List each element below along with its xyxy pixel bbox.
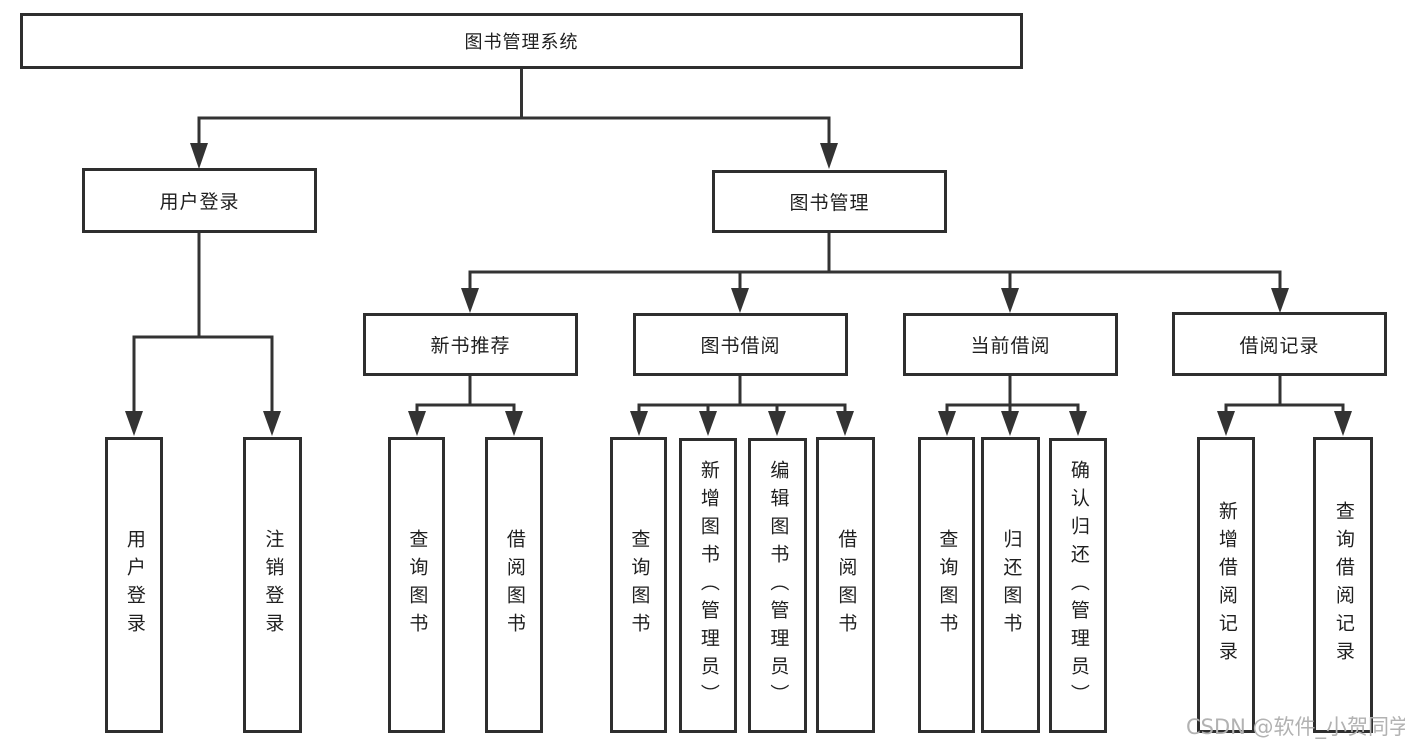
node-borrowing-records-label: 借阅记录 xyxy=(1239,334,1320,357)
node-root: 图书管理系统 xyxy=(20,13,1023,69)
node-book-management-label: 图书管理 xyxy=(789,192,870,214)
leaf-borrow-books-recommend-label: 借阅图书 xyxy=(503,529,526,641)
leaf-query-borrow-record: 查询借阅记录 xyxy=(1313,437,1373,733)
connector-borrowing-records-children xyxy=(1224,376,1345,413)
leaf-borrow-books-recommend: 借阅图书 xyxy=(485,437,543,733)
csdn-watermark: CSDN @软件_小贺同学 xyxy=(1186,715,1405,739)
leaf-logout-login-label: 注销登录 xyxy=(262,529,285,641)
node-borrowing-records: 借阅记录 xyxy=(1172,312,1387,376)
leaf-borrow-books-borrowing: 借阅图书 xyxy=(816,437,875,733)
node-user-login-label: 用户登录 xyxy=(159,191,240,213)
node-root-label: 图书管理系统 xyxy=(464,32,579,53)
connector-current-borrowing-children xyxy=(945,376,1080,413)
leaf-add-borrow-record: 新增借阅记录 xyxy=(1197,437,1255,733)
node-current-borrowing: 当前借阅 xyxy=(903,313,1118,376)
node-book-borrowing: 图书借阅 xyxy=(633,313,848,376)
leaf-edit-books-admin-label: 编辑图书（管理员） xyxy=(767,459,790,712)
connector-book-borrowing-children xyxy=(637,376,847,413)
leaf-query-books-recommend: 查询图书 xyxy=(388,437,445,733)
leaf-return-books-label: 归还图书 xyxy=(1000,529,1023,641)
leaf-logout-login: 注销登录 xyxy=(243,437,302,733)
connector-book-management-children xyxy=(468,233,1282,290)
connector-user-login-children xyxy=(132,233,274,413)
leaf-return-books: 归还图书 xyxy=(981,437,1040,733)
leaf-edit-books-admin: 编辑图书（管理员） xyxy=(748,438,807,733)
leaf-query-books-borrowing-label: 查询图书 xyxy=(628,529,651,641)
leaf-confirm-return-admin-label: 确认归还（管理员） xyxy=(1067,459,1090,712)
connector-new-book-recommend-children xyxy=(415,376,516,413)
leaf-user-login: 用户登录 xyxy=(105,437,163,733)
leaf-user-login-label: 用户登录 xyxy=(123,529,146,641)
leaf-query-books-current-label: 查询图书 xyxy=(936,529,959,641)
leaf-add-books-admin: 新增图书（管理员） xyxy=(679,438,737,733)
leaf-confirm-return-admin: 确认归还（管理员） xyxy=(1049,438,1107,733)
node-book-management: 图书管理 xyxy=(712,170,947,233)
leaf-query-books-recommend-label: 查询图书 xyxy=(406,529,429,641)
leaf-query-books-borrowing: 查询图书 xyxy=(610,437,667,733)
leaf-query-books-current: 查询图书 xyxy=(918,437,975,733)
leaf-add-books-admin-label: 新增图书（管理员） xyxy=(697,459,720,712)
arrowheads xyxy=(125,143,1352,436)
leaf-add-borrow-record-label: 新增借阅记录 xyxy=(1215,501,1238,669)
node-current-borrowing-label: 当前借阅 xyxy=(970,335,1051,357)
connector-root-to-level2 xyxy=(197,69,831,145)
node-new-book-recommend: 新书推荐 xyxy=(363,313,578,376)
leaf-borrow-books-borrowing-label: 借阅图书 xyxy=(835,529,858,641)
node-user-login: 用户登录 xyxy=(82,168,317,233)
node-book-borrowing-label: 图书借阅 xyxy=(700,335,781,357)
node-new-book-recommend-label: 新书推荐 xyxy=(430,335,511,357)
leaf-query-borrow-record-label: 查询借阅记录 xyxy=(1332,501,1355,669)
